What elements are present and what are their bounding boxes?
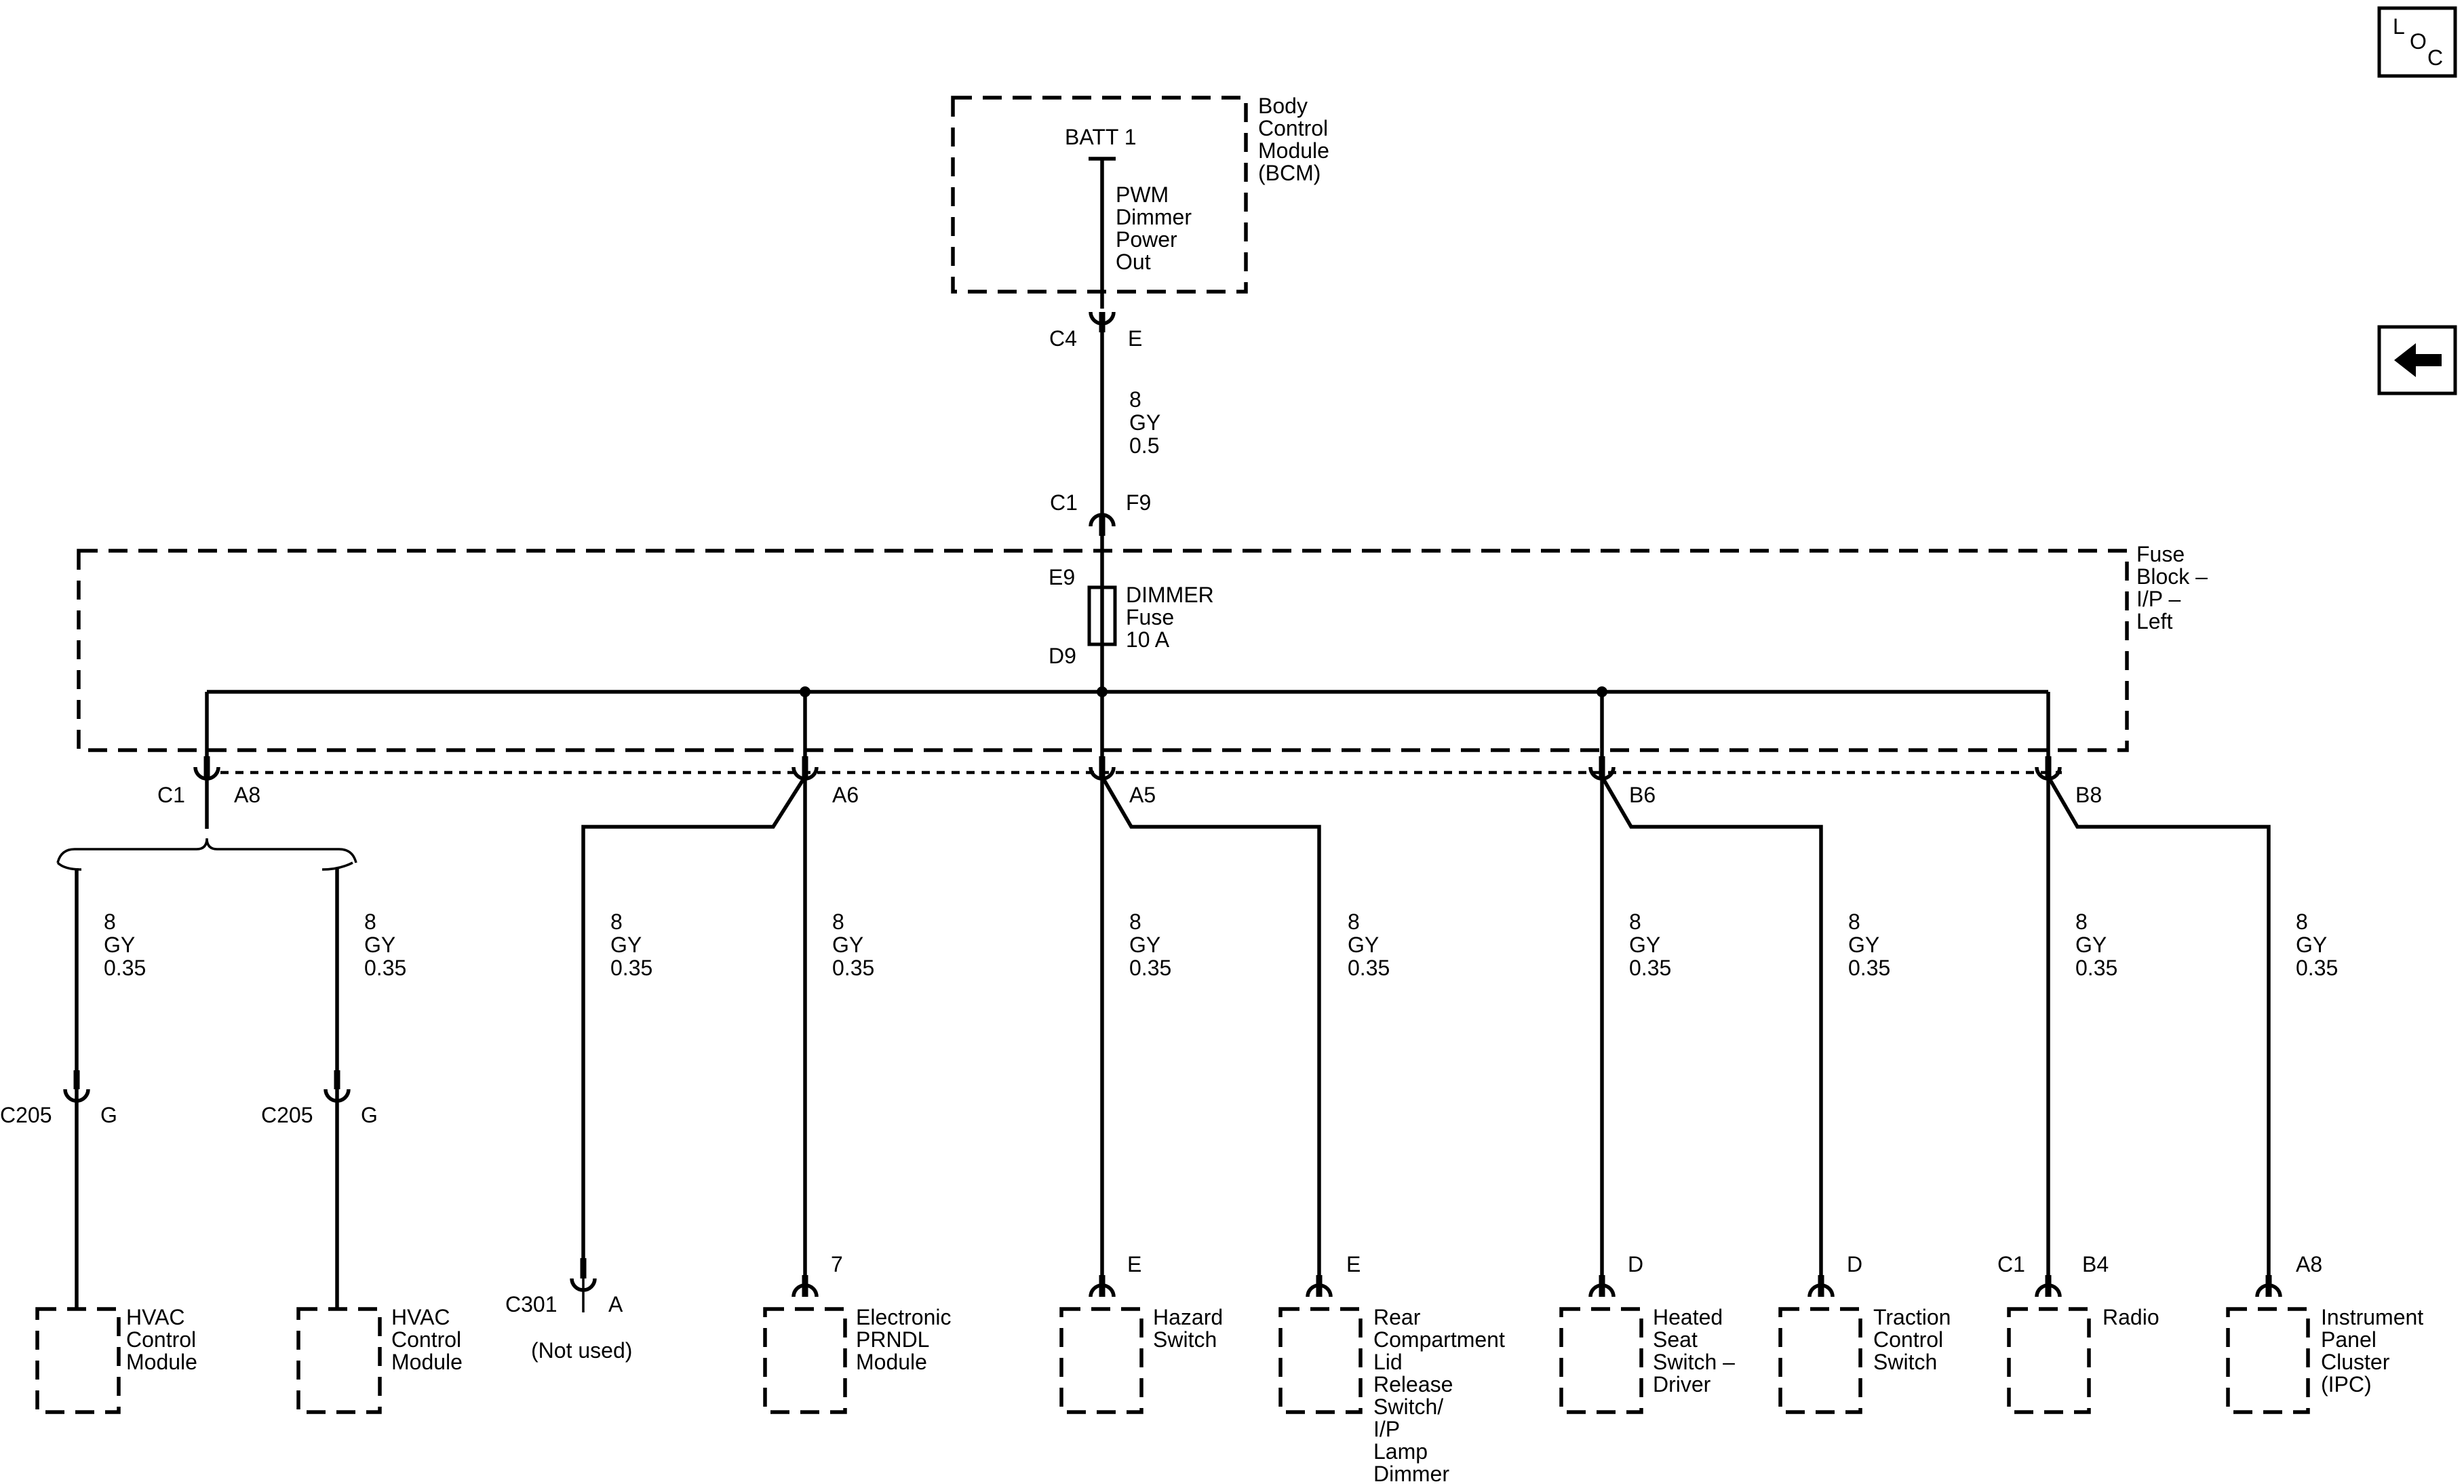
svg-text:C301: C301 — [505, 1292, 558, 1316]
left-arrow-icon — [2394, 343, 2442, 377]
svg-text:E: E — [1127, 1252, 1141, 1276]
svg-text:Heated Seat Switch: Heated Seat Switch – Driver — [1653, 1305, 1741, 1397]
svg-text:Instrument Panel C: Instrument Panel Cluster (IPC) — [2321, 1305, 2429, 1397]
traction-control-switch: D Traction Control Switch — [1778, 1252, 1957, 1414]
rear-compartment-lid-release-switch: E Rear Compartment Lid Release Switch/ I… — [1278, 1252, 1511, 1484]
svg-text:C205: C205 — [261, 1103, 313, 1127]
svg-text:7: 7 — [831, 1252, 843, 1276]
svg-text:A5: A5 — [1129, 783, 1156, 807]
loc-letter-c: C — [2427, 45, 2443, 70]
fuse-block-name: Fuse Block – I/P – Left — [2136, 542, 2214, 633]
svg-text:(Not used): (Not used) — [531, 1338, 632, 1363]
svg-text:B8: B8 — [2075, 783, 2102, 807]
svg-text:Radio: Radio — [2103, 1305, 2159, 1329]
svg-text:Rear Compartment L: Rear Compartment Lid Release Switch/ I/P… — [1373, 1305, 1511, 1484]
svg-text:C4: C4 — [1049, 326, 1077, 351]
svg-text:B4: B4 — [2082, 1252, 2109, 1276]
connector-c205-left: C205 G — [0, 1070, 117, 1309]
svg-text:G: G — [100, 1103, 117, 1127]
branch-b8 — [2046, 775, 2271, 1278]
connector-c1-f9: C1 F9 — [1050, 490, 1151, 536]
fuse-label: DIMMER Fuse 10 A — [1126, 583, 1220, 652]
connector-c205-right: C205 G — [261, 1070, 378, 1309]
connector-c4: C4 E — [1049, 311, 1142, 351]
svg-text:F9: F9 — [1126, 490, 1151, 515]
radio: C1 B4 Radio — [1997, 1252, 2159, 1414]
svg-text:E: E — [1128, 326, 1142, 351]
svg-text:C1: C1 — [1997, 1252, 2025, 1276]
back-button[interactable] — [2377, 325, 2457, 395]
svg-text:B6: B6 — [1629, 783, 1656, 807]
svg-text:A: A — [608, 1292, 623, 1316]
bcm-circuit-label: PWM Dimmer Power Out — [1116, 182, 1198, 274]
hvac-splice — [56, 777, 357, 1078]
svg-text:A8: A8 — [2296, 1252, 2322, 1276]
loc-letter-o: O — [2410, 29, 2427, 54]
loc-letter-l: L — [2393, 14, 2405, 39]
svg-text:A6: A6 — [832, 783, 859, 807]
svg-text:D: D — [1628, 1252, 1643, 1276]
loc-button[interactable]: L O C — [2377, 6, 2457, 78]
fuse-block: Fuse Block – I/P – Left E9 D9 DIMMER Fus… — [77, 536, 2214, 756]
svg-text:E: E — [1346, 1252, 1361, 1276]
branch-b6 — [1600, 775, 1823, 1278]
connector-c301: C301 A (Not used) — [505, 1258, 632, 1363]
bcm-batt-label: BATT 1 — [1065, 125, 1137, 149]
bcm-name: Body Control Module (BCM) — [1258, 94, 1335, 185]
svg-text:E9: E9 — [1049, 565, 1075, 589]
branch-a6 — [581, 775, 807, 1278]
svg-text:C1: C1 — [157, 783, 185, 807]
bus-connectors: C1 A8 A6 A5 B6 B8 — [157, 756, 2102, 807]
heated-seat-switch-driver: D Heated Seat Switch – Driver — [1559, 1252, 1741, 1414]
svg-text:C1: C1 — [1050, 490, 1078, 515]
instrument-panel-cluster: A8 Instrument Panel Cluster (IPC) — [2226, 1252, 2429, 1414]
branch-a5 — [1100, 775, 1321, 1278]
svg-text:D: D — [1847, 1252, 1862, 1276]
svg-text:D9: D9 — [1049, 644, 1076, 668]
svg-text:G: G — [361, 1103, 378, 1127]
svg-text:C205: C205 — [0, 1103, 52, 1127]
svg-text:A8: A8 — [234, 783, 260, 807]
main-wire-spec: 8 GY 0.5 — [1129, 387, 1167, 458]
bcm-module: BATT 1 PWM Dimmer Power Out Body Control… — [951, 94, 1335, 309]
svg-text:Traction Control S: Traction Control Switch — [1873, 1305, 1957, 1374]
